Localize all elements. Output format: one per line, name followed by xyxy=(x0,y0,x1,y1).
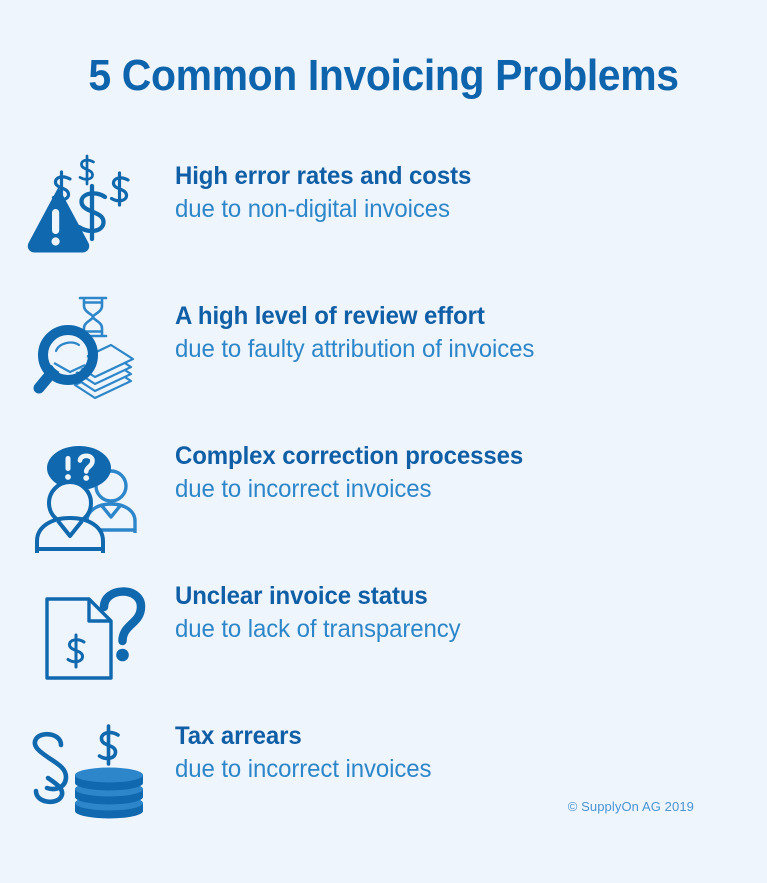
list-item: Tax arrears due to incorrect invoices xyxy=(0,710,767,840)
item-subtext: due to faulty attribution of invoices xyxy=(175,334,535,363)
two-people-speech-bubble-icon xyxy=(34,445,137,553)
text-container: A high level of review effort due to fau… xyxy=(175,290,549,364)
magnifying-glass-documents-hourglass-icon xyxy=(33,296,134,399)
item-subtext: due to incorrect invoices xyxy=(175,474,432,503)
item-subtext: due to incorrect invoices xyxy=(175,754,432,783)
list-item: High error rates and costs due to non-di… xyxy=(0,150,767,290)
text-container: High error rates and costs due to non-di… xyxy=(175,150,484,224)
copyright-notice: © SupplyOn AG 2019 xyxy=(567,799,694,814)
warning-triangle-with-dollar-signs-icon xyxy=(27,154,130,252)
text-container: Tax arrears due to incorrect invoices xyxy=(175,710,442,784)
icon-container xyxy=(0,150,175,275)
item-subtext: due to non-digital invoices xyxy=(175,194,450,223)
text-container: Unclear invoice status due to lack of tr… xyxy=(175,570,472,644)
list-item: A high level of review effort due to fau… xyxy=(0,290,767,430)
icon-container xyxy=(0,290,175,415)
item-heading: Complex correction processes xyxy=(175,442,524,470)
problem-list: High error rates and costs due to non-di… xyxy=(0,150,767,840)
icon-container xyxy=(0,570,175,695)
icon-container xyxy=(0,430,175,555)
text-container: Complex correction processes due to inco… xyxy=(175,430,538,504)
item-heading: A high level of review effort xyxy=(175,302,485,330)
item-heading: High error rates and costs xyxy=(175,162,472,190)
icon-container xyxy=(0,710,175,835)
invoice-document-question-mark-icon xyxy=(44,586,145,680)
item-heading: Tax arrears xyxy=(175,722,302,750)
page-title: 5 Common Invoicing Problems xyxy=(88,51,679,100)
list-item: Unclear invoice status due to lack of tr… xyxy=(0,570,767,710)
section-symbol-coin-stack-icon xyxy=(32,723,143,818)
coin-stack xyxy=(74,767,143,818)
item-heading: Unclear invoice status xyxy=(175,582,428,610)
list-item: Complex correction processes due to inco… xyxy=(0,430,767,570)
item-subtext: due to lack of transparency xyxy=(175,614,461,643)
